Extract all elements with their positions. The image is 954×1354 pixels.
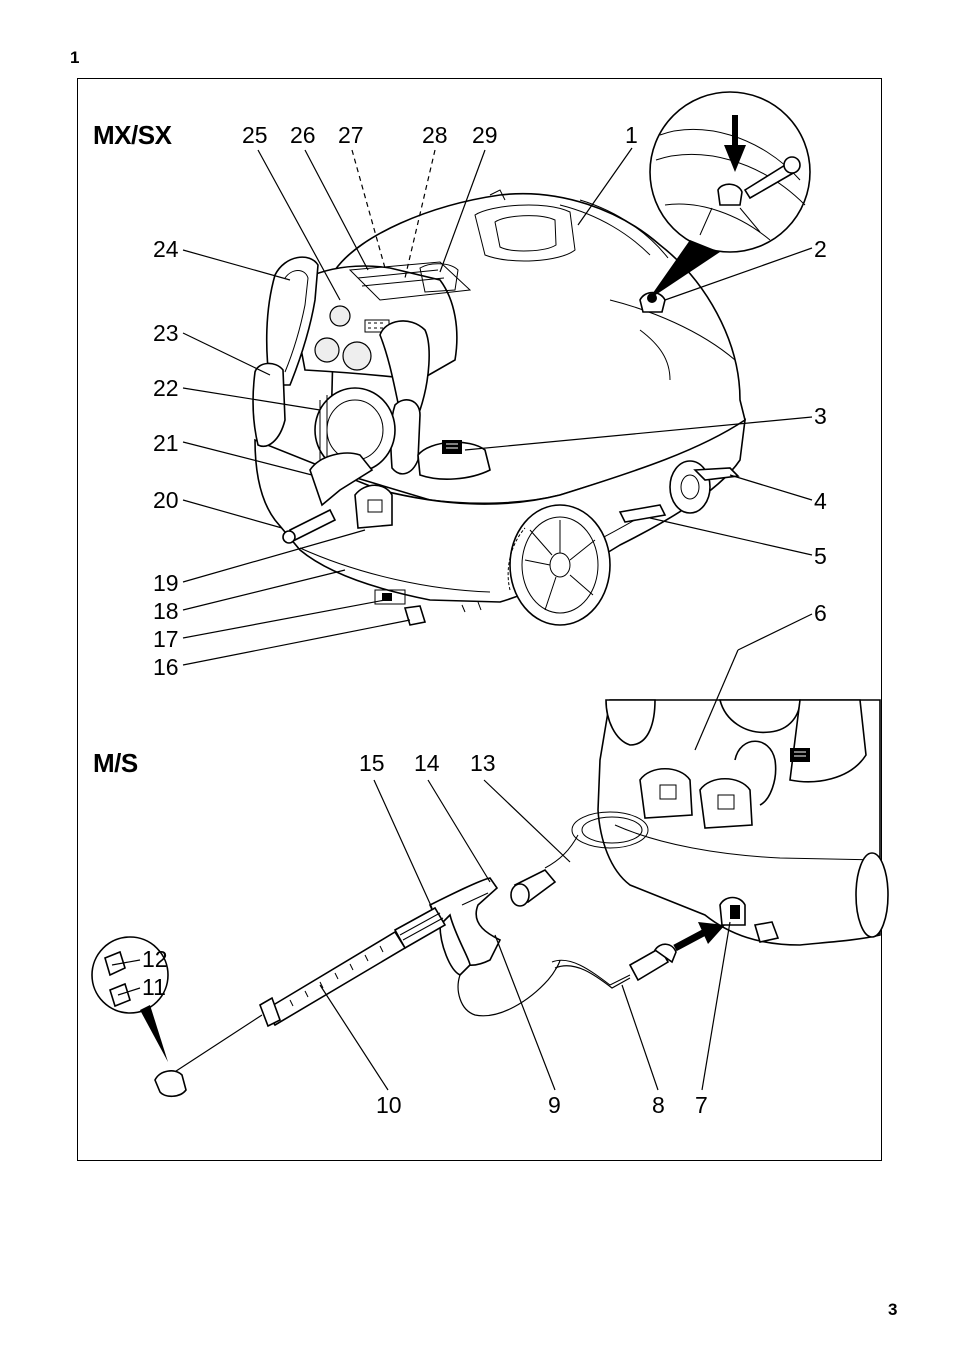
callout-4: 4: [814, 488, 827, 514]
callout-7: 7: [695, 1092, 708, 1118]
callout-5: 5: [814, 543, 827, 569]
callout-25: 25: [242, 122, 268, 148]
callout-3: 3: [814, 403, 827, 429]
callout-15: 15: [359, 750, 385, 776]
callout-20: 20: [153, 487, 179, 513]
callout-29: 29: [472, 122, 498, 148]
variant-label-m-s: M/S: [93, 748, 138, 778]
callout-27: 27: [338, 122, 364, 148]
callout-9: 9: [548, 1092, 561, 1118]
machine-rear-partial-illustration: [544, 699, 889, 946]
callout-11: 11: [142, 974, 166, 1000]
callout-19: 19: [153, 570, 179, 596]
callout-24: 24: [153, 236, 179, 262]
callout-8: 8: [652, 1092, 665, 1118]
callout-10: 10: [376, 1092, 402, 1118]
page-number: 3: [888, 1300, 898, 1319]
callout-16: 16: [153, 654, 179, 680]
callout-1: 1: [625, 122, 638, 148]
callout-21: 21: [153, 430, 179, 456]
figure-number: 1: [70, 48, 80, 67]
callout-18: 18: [153, 598, 179, 624]
spray-gun-and-lance-illustration: [91, 869, 725, 1098]
variant-label-mx-sx: MX/SX: [93, 120, 172, 150]
callout-12: 12: [142, 946, 168, 972]
callout-6: 6: [814, 600, 827, 626]
callout-23: 23: [153, 320, 179, 346]
callout-13: 13: [470, 750, 496, 776]
callout-28: 28: [422, 122, 448, 148]
callout-2: 2: [814, 236, 827, 262]
pressure-washer-illustration: [252, 189, 747, 626]
figure-frame: [77, 78, 882, 1161]
callout-leader-lines: [111, 147, 813, 1091]
callout-17: 17: [153, 626, 179, 652]
detail-inset-cap: [648, 91, 811, 300]
callout-14: 14: [414, 750, 440, 776]
callout-22: 22: [153, 375, 179, 401]
callout-26: 26: [290, 122, 316, 148]
